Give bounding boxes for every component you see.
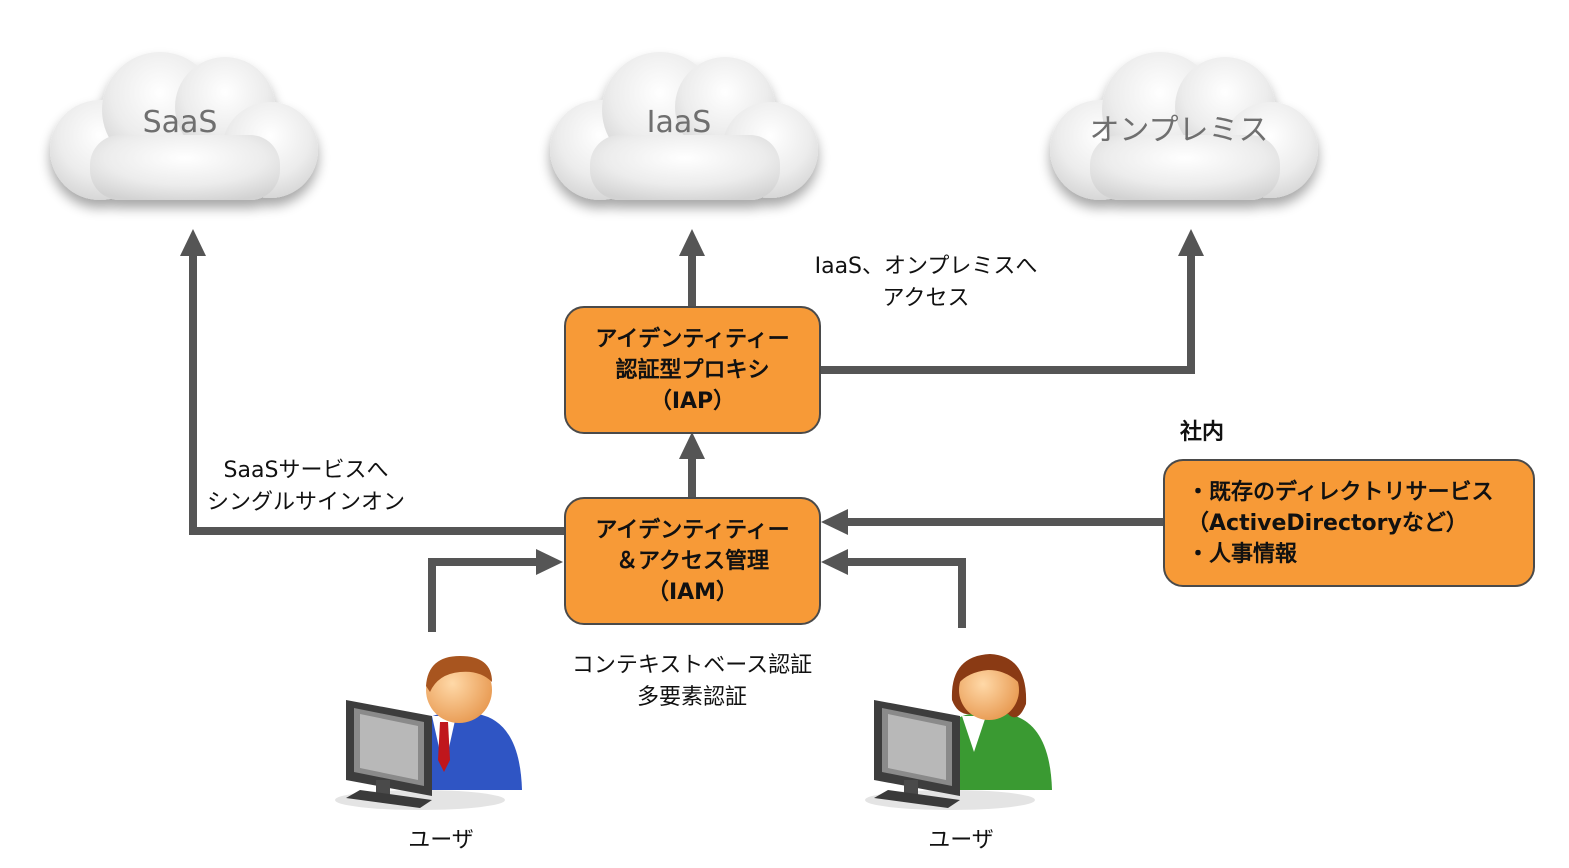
note-iaas-onprem: IaaS、オンプレミスへ アクセス [806, 251, 1046, 315]
arrows [189, 254, 1195, 632]
internal-line-1: ・既存のディレクトリサービス [1187, 479, 1494, 505]
arrow-iam-to-saas [189, 254, 566, 535]
note-saas-sso: SaaSサービスへ シングルサインオン [206, 455, 406, 519]
note-auth: コンテキストベース認証 多要素認証 [562, 650, 822, 714]
user-icon-female [865, 654, 1052, 810]
cloud-label-saas: SaaS [142, 105, 218, 140]
note-auth-line-1: コンテキストベース認証 [571, 653, 813, 678]
internal-line-3: ・人事情報 [1187, 541, 1298, 567]
internal-heading: 社内 [1180, 420, 1225, 445]
iap-line-3: （IAP） [649, 388, 736, 414]
note-iaas-onprem-line-1: IaaS、オンプレミスへ [814, 254, 1038, 279]
cloud-label-onprem: オンプレミス [1089, 113, 1269, 148]
note-saas-sso-line-1: SaaSサービスへ [223, 458, 389, 483]
note-iaas-onprem-line-2: アクセス [882, 286, 970, 311]
arrowhead-user1 [536, 549, 563, 575]
iap-box: アイデンティティー 認証型プロキシ （IAP） [564, 306, 821, 434]
arrowheads [180, 229, 1204, 575]
arrow-user1-to-iam [428, 558, 538, 632]
user-icon-male [335, 656, 522, 810]
arrowhead-iaas [679, 229, 705, 256]
internal-box: ・既存のディレクトリサービス （ActiveDirectoryなど） ・人事情報 [1163, 459, 1535, 587]
arrowhead-onprem [1178, 229, 1204, 256]
arrowhead-iap [679, 432, 705, 459]
iam-line-2: ＆アクセス管理 [616, 548, 769, 574]
note-auth-line-2: 多要素認証 [636, 685, 747, 710]
internal-line-2: （ActiveDirectoryなど） [1187, 510, 1468, 536]
arrowhead-internal [821, 509, 848, 535]
iap-line-1: アイデンティティー [595, 326, 790, 352]
arrowhead-user2 [821, 549, 848, 575]
iap-line-2: 認証型プロキシ [615, 357, 770, 383]
iam-box: アイデンティティー ＆アクセス管理 （IAM） [564, 497, 821, 625]
arrow-user2-to-iam [846, 558, 966, 628]
cloud-label-iaas: IaaS [646, 105, 712, 140]
note-saas-sso-line-2: シングルサインオン [206, 490, 405, 515]
user-label-1: ユーザ [408, 828, 474, 853]
iam-line-1: アイデンティティー [595, 517, 790, 543]
user-label-2: ユーザ [928, 828, 994, 853]
arrow-iap-to-onprem [820, 254, 1195, 374]
arrowhead-saas [180, 229, 206, 256]
iam-line-3: （IAM） [646, 579, 739, 605]
